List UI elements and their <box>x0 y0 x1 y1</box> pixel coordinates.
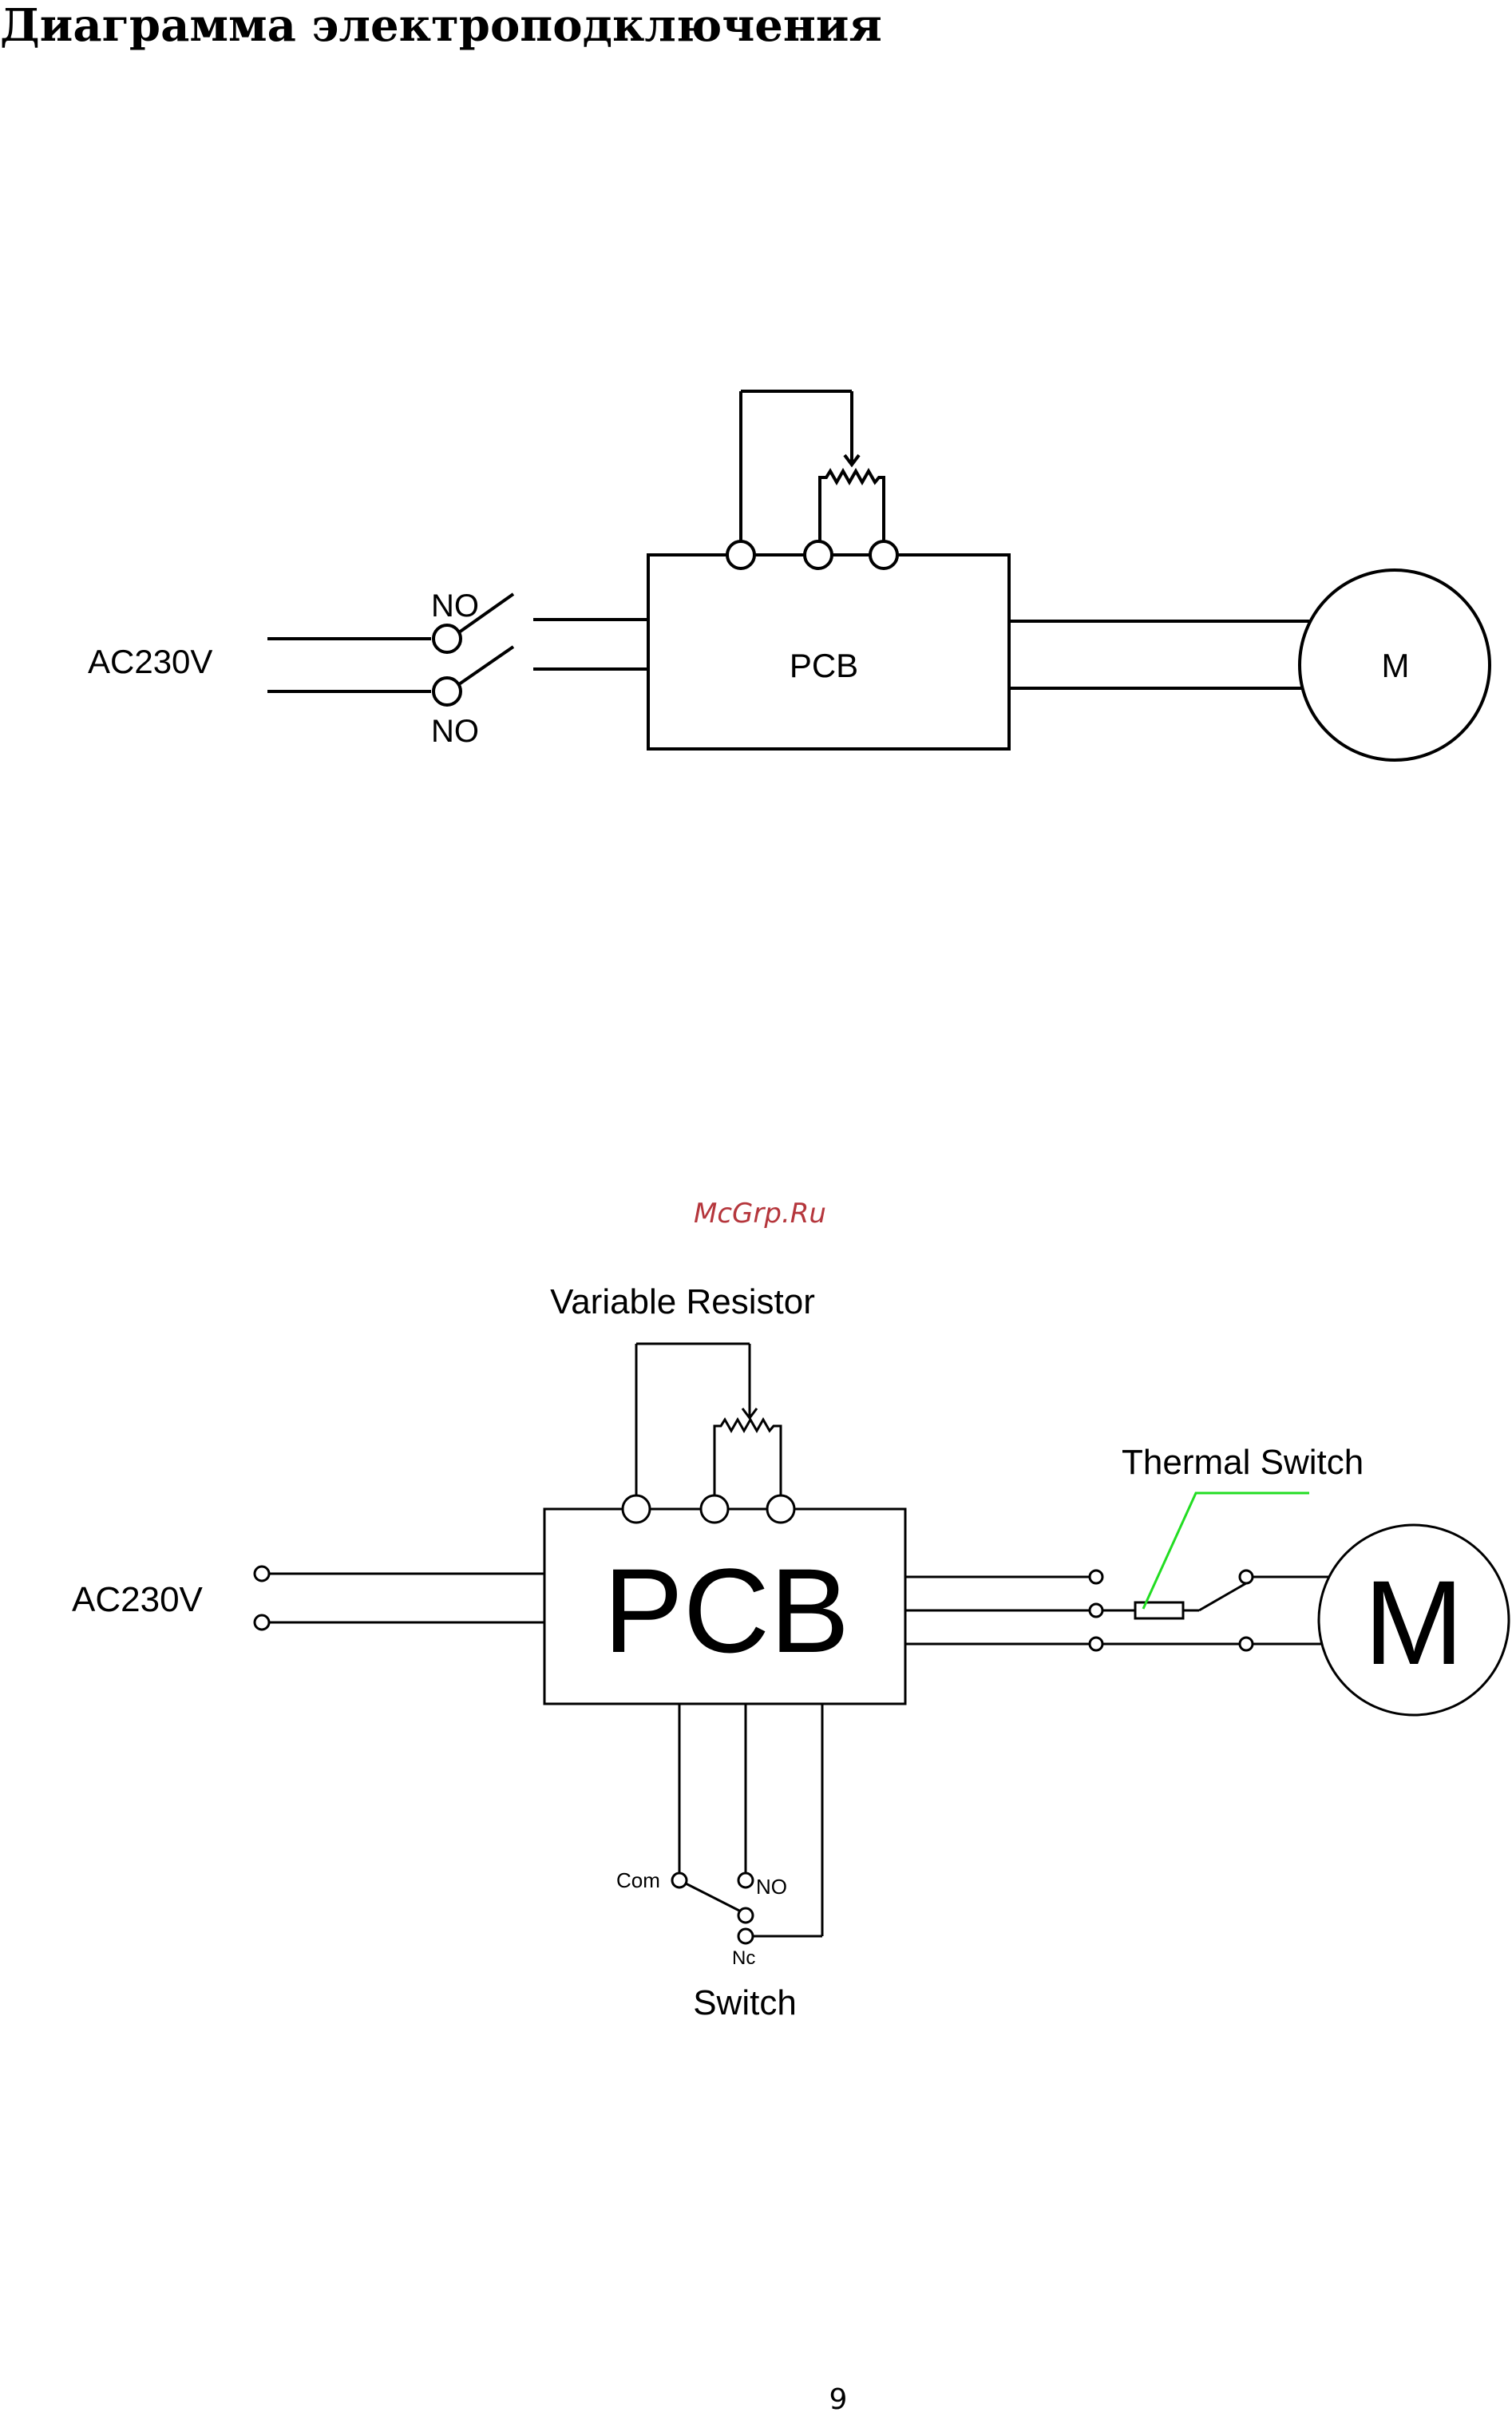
pcb-label-2: PCB <box>604 1543 849 1677</box>
diagram-extended <box>255 1344 1509 1943</box>
no-switch-top-label: NO <box>431 588 479 624</box>
motor-label: M <box>1382 647 1410 684</box>
switch-label: Switch <box>693 1983 797 2022</box>
vr-resistor <box>714 1420 781 1509</box>
switch-nc-label: Nc <box>732 1947 755 1969</box>
pcb2-terminal-1 <box>623 1495 650 1523</box>
thermal-fuse <box>1135 1602 1183 1618</box>
motor-label-2: M <box>1364 1555 1464 1689</box>
switch-nc-terminal <box>738 1929 753 1943</box>
no-switch-bottom-blade <box>459 647 513 684</box>
pcb-terminal-1 <box>727 541 754 568</box>
switch-no-terminal <box>738 1873 753 1887</box>
diagram-basic <box>267 391 1490 760</box>
out-terminal-3b <box>1240 1638 1253 1650</box>
pcb-label: PCB <box>790 647 858 684</box>
pot-resistor <box>820 471 884 555</box>
out-terminal-3a <box>1090 1638 1102 1650</box>
out-terminal-1a <box>1090 1570 1102 1583</box>
supply-terminal-top <box>255 1567 269 1581</box>
pcb-terminal-3 <box>870 541 897 568</box>
out-terminal-1b <box>1240 1570 1253 1583</box>
page-number: 9 <box>826 2383 850 2416</box>
switch-pivot-terminal <box>738 1908 753 1923</box>
watermark: McGrp.Ru <box>694 1198 826 1230</box>
thermal-switch-label: Thermal Switch <box>1122 1443 1364 1482</box>
supply-label: AC230V <box>88 643 212 680</box>
pcb-terminal-2 <box>805 541 832 568</box>
pcb2-terminal-2 <box>701 1495 728 1523</box>
switch-no-label: NO <box>756 1875 787 1899</box>
switch-blade <box>686 1883 739 1911</box>
pcb2-terminal-3 <box>767 1495 794 1523</box>
thermal-switch-blade <box>1199 1583 1246 1610</box>
variable-resistor-label: Variable Resistor <box>550 1282 815 1321</box>
switch-com-terminal <box>672 1873 687 1887</box>
no-switch-bottom-label: NO <box>431 714 479 749</box>
supply-label-2: AC230V <box>72 1580 204 1619</box>
supply-terminal-bottom <box>255 1615 269 1630</box>
switch-com-label: Com <box>616 1868 660 1892</box>
out-terminal-2a <box>1090 1604 1102 1617</box>
no-switch-top-contact <box>433 625 461 652</box>
no-switch-bottom-contact <box>433 678 461 705</box>
thermal-switch-leader <box>1143 1493 1309 1609</box>
